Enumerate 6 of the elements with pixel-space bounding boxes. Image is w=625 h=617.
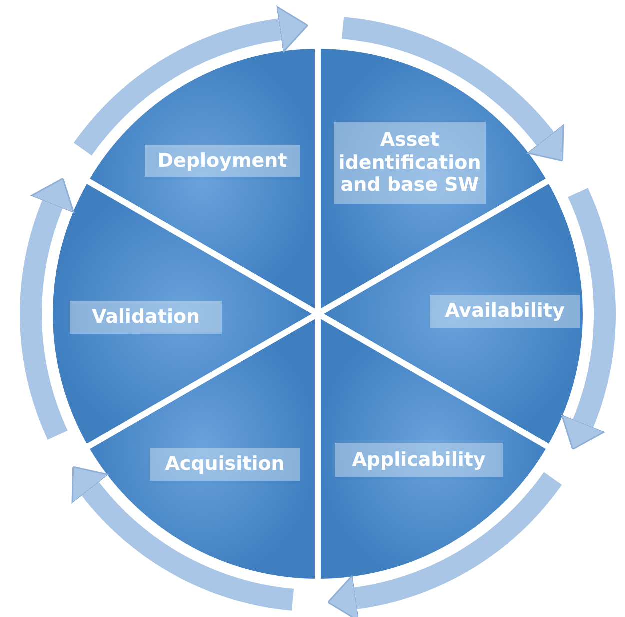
- sector-label: Deployment: [145, 145, 300, 177]
- sector-label: Asset identification and base SW: [334, 122, 486, 204]
- sector-label: Acquisition: [150, 448, 300, 481]
- sector-label: Availability: [430, 295, 580, 328]
- sector-label: Applicability: [335, 443, 503, 477]
- sector-label: Validation: [70, 301, 222, 334]
